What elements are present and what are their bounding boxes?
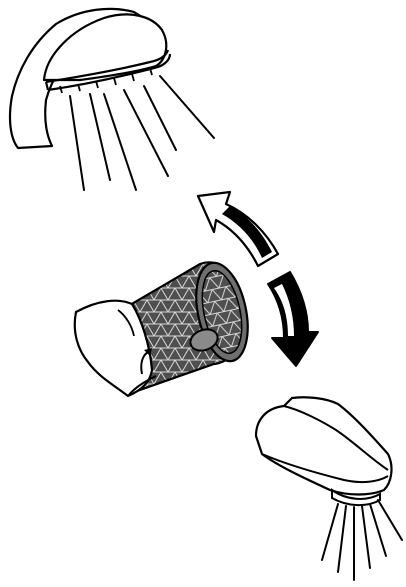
water-spray-icon [70,76,214,190]
shower-connector-icon [256,397,391,505]
counter-clockwise-arrow-icon [198,192,278,266]
water-spray-icon [322,500,402,580]
shower-head-icon [10,9,170,148]
clockwise-arrow-icon [268,272,318,366]
